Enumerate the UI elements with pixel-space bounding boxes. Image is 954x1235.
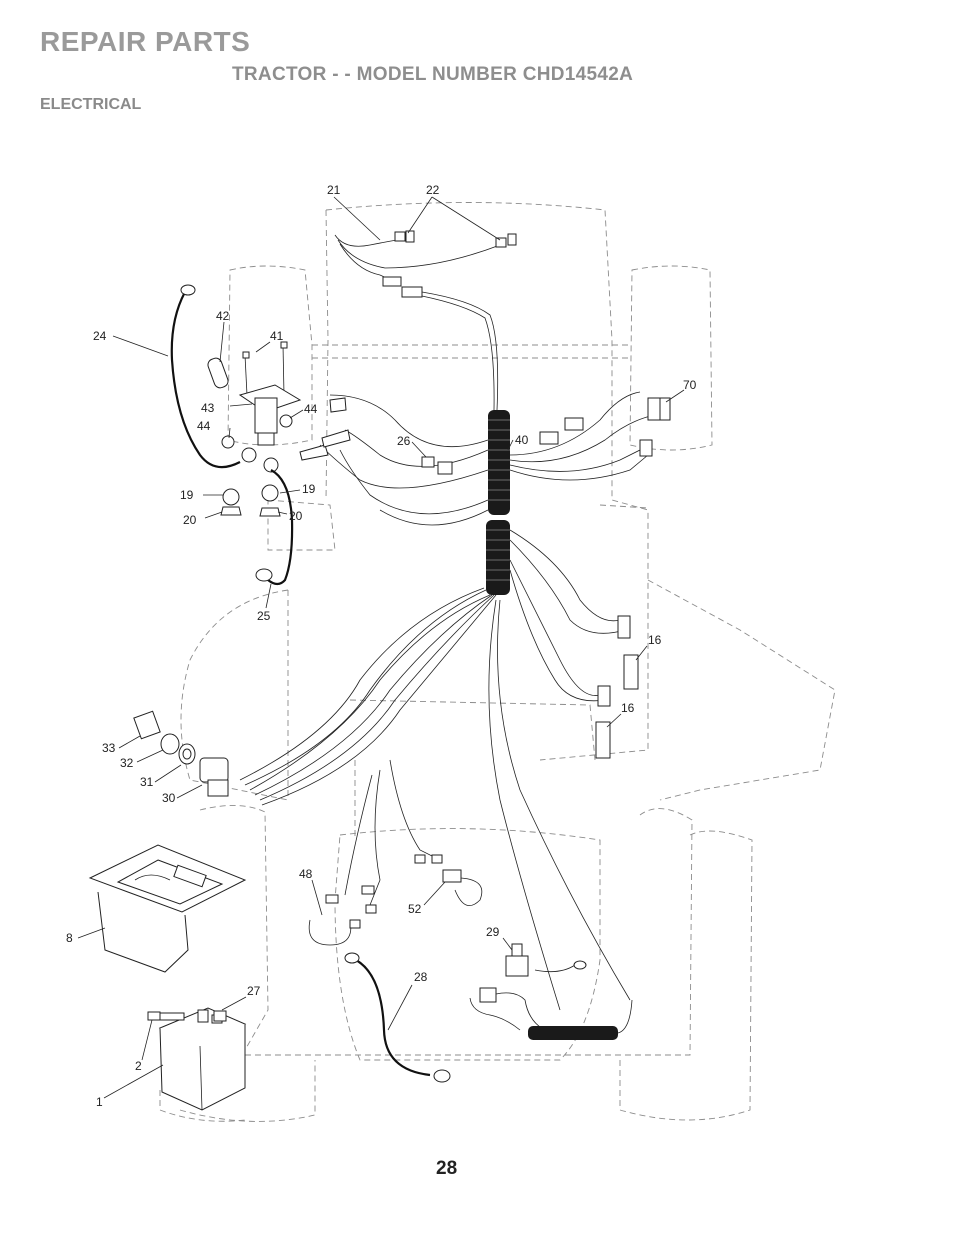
ground-cable-28 (344, 952, 451, 1083)
callout-44-right: 44 (304, 402, 318, 416)
callout-48: 48 (299, 867, 313, 881)
callout-22: 22 (426, 183, 440, 197)
callout-25: 25 (257, 609, 271, 623)
battery-cables (170, 284, 294, 586)
callout-27: 27 (247, 984, 261, 998)
model-subtitle: TRACTOR - - MODEL NUMBER CHD14542A (232, 64, 634, 85)
part-48-lead (308, 854, 483, 946)
section-heading: ELECTRICAL (40, 96, 142, 113)
callout-41: 41 (270, 329, 284, 343)
upper-harness (334, 230, 517, 411)
callout-24: 24 (93, 329, 107, 343)
bulb-right (507, 233, 517, 246)
harness-loom (486, 410, 510, 595)
boot-42 (207, 357, 229, 389)
callout-30: 30 (162, 791, 176, 805)
part-16-switches (595, 615, 639, 759)
ignition-switch-30 (199, 757, 229, 783)
callout-33: 33 (102, 741, 116, 755)
battery-box (88, 844, 247, 973)
callout-70: 70 (683, 378, 697, 392)
callout-52: 52 (408, 902, 422, 916)
leader-lines (77, 196, 685, 1099)
battery (147, 1007, 247, 1111)
part-26-connector (421, 456, 453, 475)
callout-29: 29 (486, 925, 500, 939)
callout-16-bottom: 16 (621, 701, 635, 715)
callout-20-right: 20 (289, 509, 303, 523)
callout-21: 21 (327, 183, 341, 197)
callout-8: 8 (66, 931, 73, 945)
fuse-holder-52 (442, 869, 462, 883)
callout-40: 40 (515, 433, 529, 447)
callout-2: 2 (135, 1059, 142, 1073)
callout-1: 1 (96, 1095, 103, 1109)
callout-labels: 21 22 24 42 41 43 44 44 26 40 70 19 19 2… (66, 183, 697, 1109)
bulb-socket-right (495, 237, 507, 248)
harness-connector-top-mate (401, 286, 423, 298)
tractor-outline (159, 202, 836, 1122)
solenoid-assembly (207, 341, 351, 517)
bulb-socket-left (394, 231, 406, 242)
page-title: REPAIR PARTS (40, 26, 251, 57)
callout-16-top: 16 (648, 633, 662, 647)
callout-42: 42 (216, 309, 230, 323)
callout-44-left: 44 (197, 419, 211, 433)
harness-connector-top (382, 276, 402, 287)
callout-28: 28 (414, 970, 428, 984)
ignition-key-33 (133, 710, 161, 740)
page-number: 28 (436, 1158, 458, 1179)
callout-19-right: 19 (302, 482, 316, 496)
part-70-connectors (539, 397, 671, 457)
callout-31: 31 (140, 775, 154, 789)
callout-20-left: 20 (183, 513, 197, 527)
callout-26: 26 (397, 434, 411, 448)
harness-branches (239, 391, 656, 1011)
part-29-switch (469, 943, 633, 1040)
ignition-group (133, 710, 229, 797)
callout-43: 43 (201, 401, 215, 415)
bulb-left (405, 230, 415, 243)
callout-32: 32 (120, 756, 134, 770)
callout-19-left: 19 (180, 488, 194, 502)
